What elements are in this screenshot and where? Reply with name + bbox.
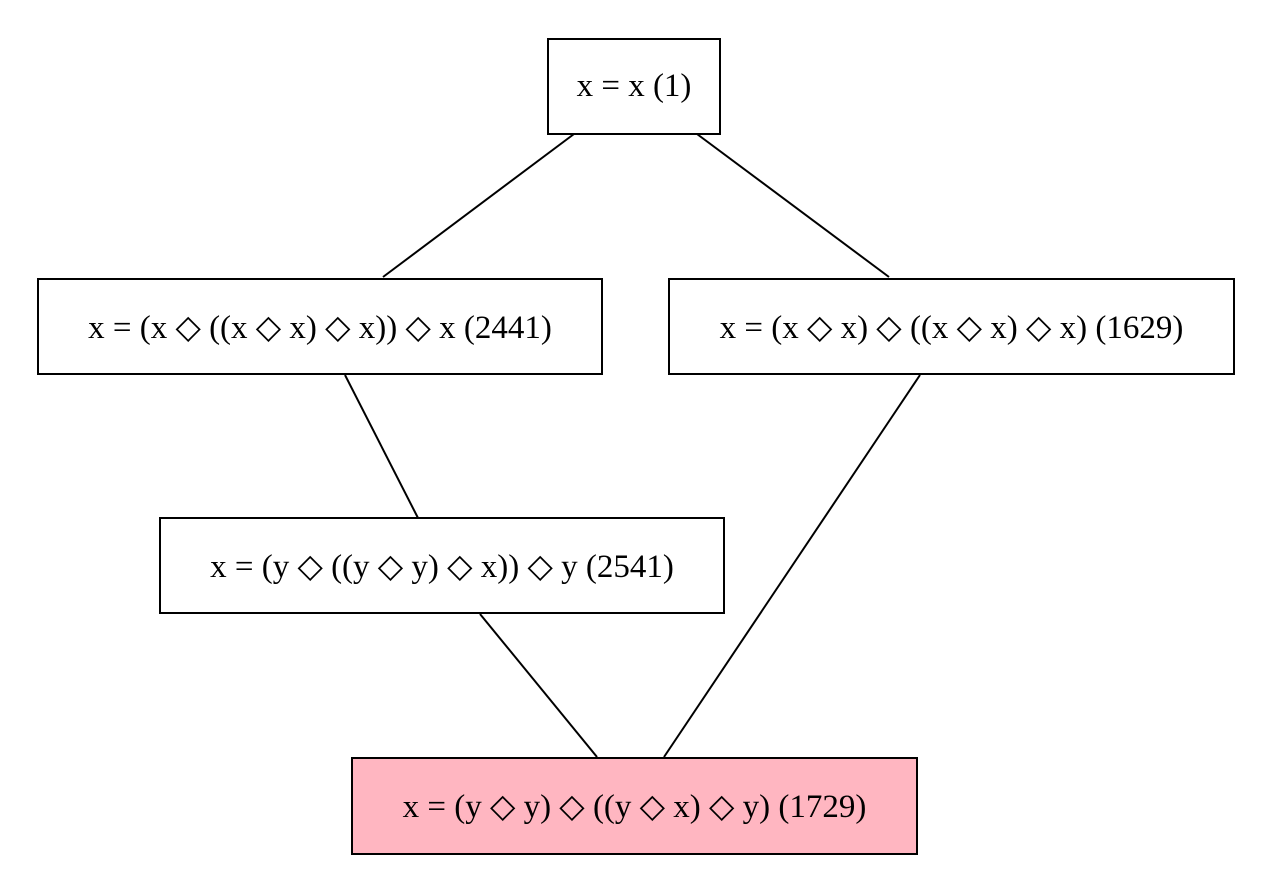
edge-1629-to-1729 [663, 374, 921, 758]
node-equation-1: x = x (1) [547, 38, 721, 135]
edge-2541-to-1729 [479, 613, 598, 758]
node-equation-1729-highlighted: x = (y ◇ y) ◇ ((y ◇ x) ◇ y) (1729) [351, 757, 918, 855]
node-equation-2541: x = (y ◇ ((y ◇ y) ◇ x)) ◇ y (2541) [159, 517, 725, 614]
edge-1-to-1629 [696, 133, 890, 278]
edge-2441-to-2541 [344, 374, 419, 519]
edge-1-to-2441 [382, 133, 575, 278]
node-equation-2441: x = (x ◇ ((x ◇ x) ◇ x)) ◇ x (2441) [37, 278, 603, 375]
node-equation-1629: x = (x ◇ x) ◇ ((x ◇ x) ◇ x) (1629) [668, 278, 1235, 375]
